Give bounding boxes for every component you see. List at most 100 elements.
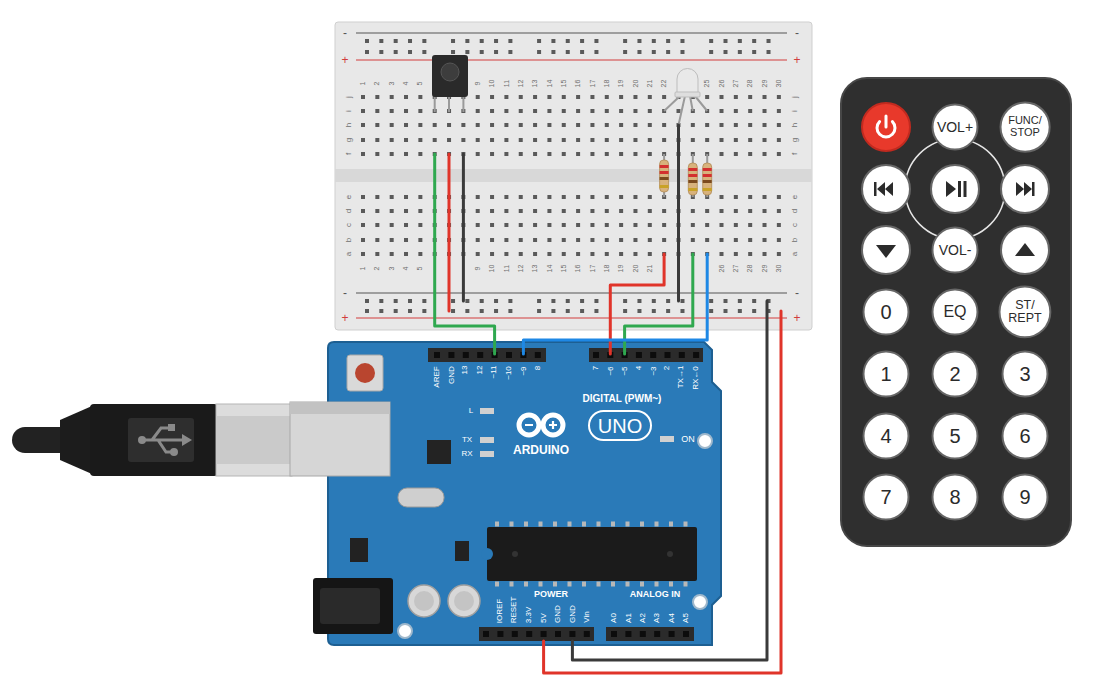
breadboard-hole: [576, 109, 580, 113]
pin-label: A3: [653, 613, 661, 623]
remote-button: 4: [862, 412, 910, 460]
breadboard-hole: [777, 209, 781, 213]
pin-label: Vin: [583, 612, 591, 623]
row-letter: c: [791, 223, 799, 227]
breadboard-hole: [533, 238, 537, 242]
wire: [462, 154, 465, 301]
breadboard-hole: [666, 50, 670, 54]
breadboard-hole: [562, 238, 566, 242]
button-circle: [864, 475, 909, 520]
breadboard-hole: [691, 123, 695, 127]
usb-symbol: [138, 436, 146, 444]
row-letter: e: [345, 195, 353, 199]
breadboard-hole: [590, 223, 594, 227]
breadboard-hole: [648, 109, 652, 113]
breadboard-hole: [724, 299, 728, 303]
breadboard-hole: [562, 152, 566, 156]
breadboard-hole: [533, 138, 537, 142]
breadboard-hole: [504, 152, 508, 156]
breadboard-hole: [648, 123, 652, 127]
breadboard-hole: [533, 252, 537, 256]
rail-line: [356, 32, 787, 33]
breadboard-body: [335, 22, 812, 330]
breadboard-hole: [734, 152, 738, 156]
breadboard-hole: [390, 238, 394, 242]
breadboard-hole: [476, 152, 480, 156]
breadboard-hole: [433, 138, 437, 142]
column-number: 11: [503, 264, 510, 271]
breadboard-hole: [533, 195, 537, 199]
column-number: 2: [374, 266, 381, 270]
row-letter: i: [791, 110, 799, 112]
breadboard-hole: [390, 195, 394, 199]
breadboard-hole: [547, 195, 551, 199]
breadboard-hole: [451, 39, 455, 43]
smd-led: [480, 437, 494, 443]
breadboard-hole: [652, 50, 656, 54]
wire: [544, 311, 781, 673]
breadboard-hole: [408, 39, 412, 43]
breadboard-hole: [504, 138, 508, 142]
breadboard-hole: [490, 152, 494, 156]
breadboard-hole: [590, 123, 594, 127]
pin-label: A0: [610, 613, 618, 623]
pin-label: 2: [663, 366, 671, 370]
column-number: 9: [474, 266, 481, 270]
row-letter: f: [345, 153, 353, 155]
breadboard-hole: [404, 223, 408, 227]
play-pause-icon: [946, 181, 956, 197]
breadboard-hole: [519, 123, 523, 127]
breadboard-hole: [720, 252, 724, 256]
breadboard-hole: [504, 252, 508, 256]
resistor-band: [688, 180, 697, 183]
breadboard-hole: [404, 109, 408, 113]
breadboard-hole: [777, 138, 781, 142]
remote-button: VOL-: [931, 226, 979, 274]
resistor-band: [660, 165, 669, 168]
breadboard: [335, 22, 812, 330]
breadboard-hole: [748, 95, 752, 99]
column-number: 4: [403, 266, 410, 270]
breadboard-hole: [547, 138, 551, 142]
rail-sign: +: [341, 54, 348, 66]
header-pins: [611, 631, 694, 637]
breadboard-hole: [662, 123, 666, 127]
prev-icon: [877, 182, 893, 196]
pin-label: 4: [635, 366, 643, 370]
column-number: 3: [388, 266, 395, 270]
remote-button: 2: [931, 350, 979, 398]
breadboard-hole: [705, 223, 709, 227]
breadboard-hole: [752, 299, 756, 303]
breadboard-hole: [537, 50, 541, 54]
breadboard-hole: [375, 209, 379, 213]
breadboard-hole: [490, 238, 494, 242]
pin-label: ~10: [505, 366, 513, 380]
breadboard-hole: [752, 39, 756, 43]
breadboard-hole: [666, 39, 670, 43]
remote-button: 3: [1001, 350, 1049, 398]
resistor-symbol: [688, 154, 697, 197]
breadboard-hole: [662, 238, 666, 242]
breadboard-hole: [490, 223, 494, 227]
breadboard-hole: [594, 309, 598, 313]
breadboard-hole: [594, 50, 598, 54]
usb-port: [290, 402, 390, 414]
column-number: 14: [546, 79, 553, 87]
button-label: 4: [880, 426, 891, 447]
column-number: 11: [503, 79, 510, 86]
breadboard-hole: [418, 95, 422, 99]
breadboard-hole: [619, 195, 623, 199]
column-number: 30: [775, 79, 782, 87]
breadboard-hole: [375, 95, 379, 99]
breadboard-hole: [465, 309, 469, 313]
breadboard-hole: [777, 223, 781, 227]
breadboard-hole: [562, 223, 566, 227]
breadboard-hole: [763, 95, 767, 99]
breadboard-hole: [709, 299, 713, 303]
led-rim: [675, 92, 700, 97]
row-letter: f: [791, 153, 799, 155]
breadboard-hole: [748, 223, 752, 227]
breadboard-hole: [562, 138, 566, 142]
button-circle: [864, 352, 909, 397]
